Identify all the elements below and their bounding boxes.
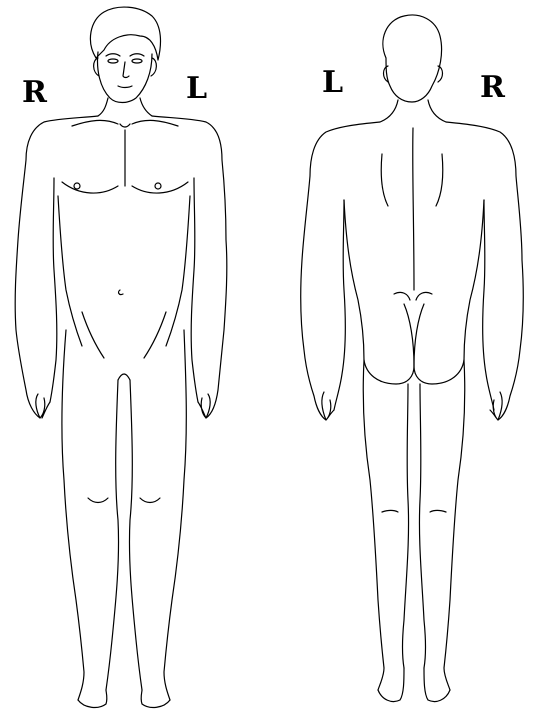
front-inner-arm-left: [191, 178, 198, 402]
front-nipple-left: [155, 183, 161, 189]
front-flank-left: [166, 196, 190, 346]
front-eye-right: [108, 59, 118, 63]
back-inner-arm-right: [483, 200, 494, 410]
front-clavicle-left: [132, 120, 178, 126]
front-torso-right-outline: [15, 116, 98, 418]
back-leg-left-inner: [403, 384, 409, 668]
back-spine: [413, 128, 414, 290]
front-figure: [15, 7, 227, 707]
back-neck-left: [380, 100, 398, 122]
front-neck-right: [98, 98, 108, 116]
front-leg-left-outer: [164, 330, 186, 700]
front-flank-right: [58, 196, 82, 346]
front-torso-left-outline: [152, 116, 227, 418]
front-left-side-label: L: [186, 74, 207, 104]
front-inguinal-left: [144, 312, 166, 358]
back-knee-right: [430, 511, 446, 513]
front-inguinal-right: [82, 312, 104, 358]
back-hand-right: [490, 392, 502, 420]
back-foot-right: [424, 668, 450, 702]
back-torso-left-outline: [301, 122, 380, 420]
front-pec-right: [62, 182, 118, 193]
back-foot-left: [378, 668, 404, 702]
back-right-side-label: R: [480, 73, 505, 103]
front-eye-left: [132, 59, 142, 63]
back-neck-right: [428, 100, 446, 122]
back-flank-left: [344, 200, 364, 360]
back-figure: [301, 15, 524, 702]
back-scapula-left: [381, 154, 388, 206]
front-foot-left: [141, 690, 170, 707]
front-neck-left: [140, 98, 152, 116]
front-nose: [123, 62, 129, 78]
front-hand-left: [198, 394, 210, 418]
front-leg-right-inner: [106, 380, 119, 690]
front-navel: [119, 290, 123, 295]
front-inner-arm-right: [50, 178, 57, 402]
front-leg-right-outer: [62, 330, 84, 700]
front-knee-right: [88, 498, 108, 503]
back-lumbar-right: [416, 292, 432, 300]
back-leg-right-outer: [444, 360, 465, 690]
front-foot-right: [78, 690, 107, 707]
front-crotch: [118, 374, 130, 380]
back-buttock-right: [414, 304, 464, 384]
front-clavicle-right: [72, 120, 118, 126]
back-flank-right: [464, 200, 484, 360]
front-brow-left: [130, 54, 144, 56]
back-hand-left: [322, 392, 334, 420]
front-brow-right: [106, 54, 120, 56]
front-leg-left-inner: [129, 380, 142, 690]
front-nipple-right: [74, 183, 80, 189]
back-scapula-right: [436, 154, 443, 206]
back-head: [383, 15, 442, 102]
front-knee-left: [140, 498, 160, 503]
front-hand-right: [36, 394, 50, 418]
back-left-side-label: L: [322, 68, 343, 98]
back-leg-right-inner: [419, 384, 425, 668]
back-leg-left-outer: [363, 360, 384, 690]
back-buttock-left: [364, 304, 414, 384]
back-inner-arm-left: [334, 200, 345, 410]
back-knee-left: [382, 511, 398, 513]
front-mouth: [118, 86, 132, 88]
front-sternal-notch: [120, 124, 130, 127]
front-right-side-label: R: [22, 78, 47, 108]
back-lumbar-left: [394, 292, 410, 300]
front-hair: [90, 7, 160, 60]
